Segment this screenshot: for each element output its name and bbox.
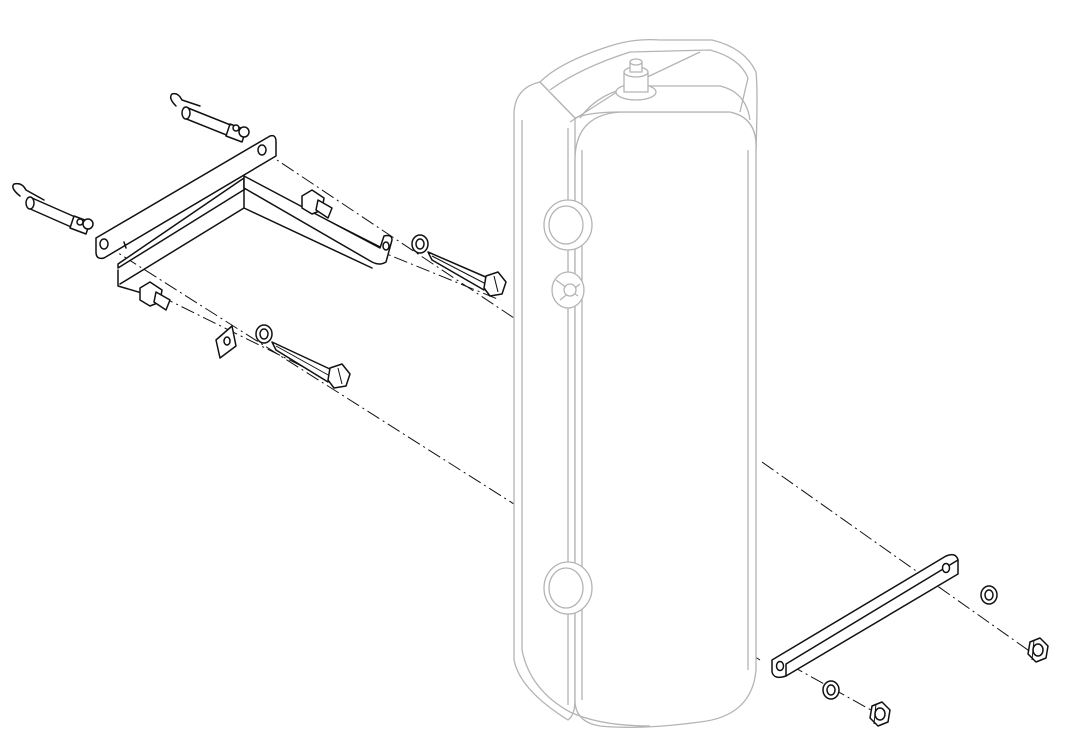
center-line-strap-top <box>761 461 1036 656</box>
lower-strap-bracket <box>771 553 959 679</box>
flat-washer-1 <box>411 234 429 254</box>
hex-bolt-short-upper <box>301 189 333 219</box>
flat-washer-3 <box>980 585 998 605</box>
hex-nut-2 <box>869 701 891 727</box>
tank-front-face <box>574 111 757 728</box>
tank-top-inner <box>549 49 749 113</box>
hairpin-clip-lower <box>12 182 45 201</box>
spacer-plate <box>215 325 237 359</box>
hex-nut-1 <box>1027 637 1049 663</box>
hairpin-clip-upper <box>169 92 201 107</box>
bracket-top-flange <box>95 134 277 260</box>
strap-hole-1 <box>775 660 785 672</box>
flat-washer-2 <box>255 324 273 344</box>
bracket-hole-3 <box>382 241 390 251</box>
tank-left-face <box>513 81 576 721</box>
flat-washer-4 <box>822 680 840 700</box>
center-line-mid <box>371 247 501 301</box>
hex-bolt-long-lower <box>271 341 351 389</box>
bracket-hole-1 <box>99 238 109 250</box>
hex-bolt-short-lower <box>139 281 171 311</box>
center-line-upper-front <box>103 243 761 661</box>
tank-bottom-edge <box>521 649 651 727</box>
upper-mounting-bracket <box>95 134 393 297</box>
clevis-pin-lower <box>25 196 94 235</box>
tank-sensor <box>551 271 585 309</box>
clevis-pin-upper <box>181 106 250 143</box>
tank-lower-port <box>543 561 593 615</box>
bracket-front-flange <box>243 175 393 265</box>
tank-filler-cap <box>615 58 657 101</box>
tank-upper-port <box>543 199 593 251</box>
hex-bolt-long-upper <box>427 251 507 297</box>
bracket-hole-2 <box>257 144 267 156</box>
center-line-lower-bolt <box>159 295 331 381</box>
strap-hole-2 <box>941 562 951 574</box>
tank <box>513 38 758 728</box>
